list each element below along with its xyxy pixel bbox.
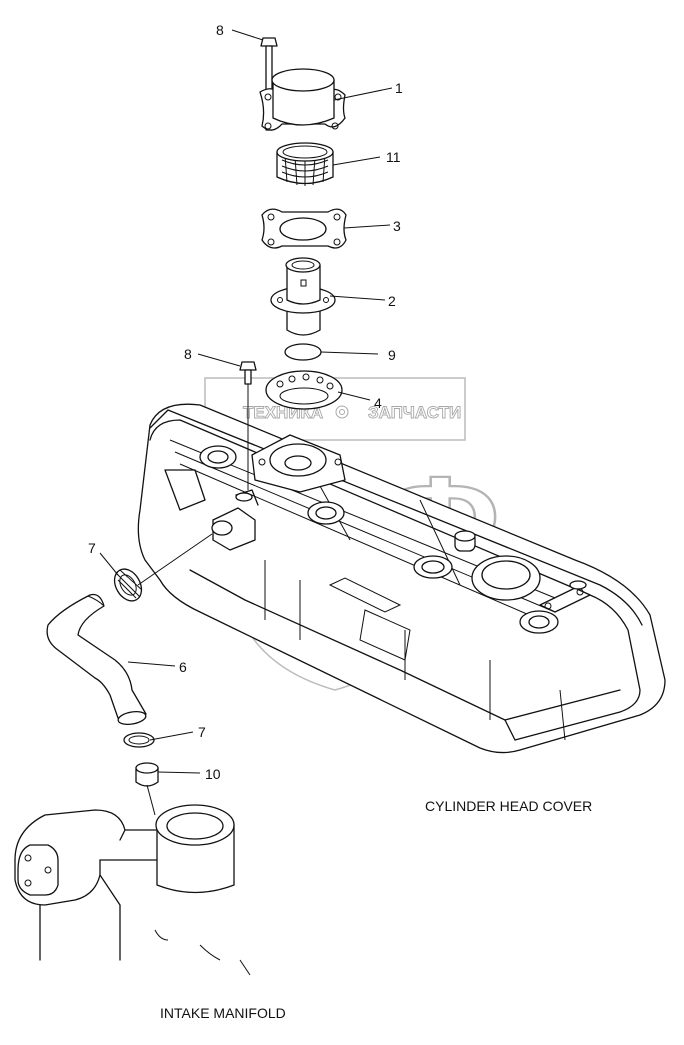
- part-bolt-lower: [239, 361, 257, 490]
- callouts: 8 1 11 3 2 8 9 4 7 6 7 10: [88, 22, 403, 782]
- callout-4: 4: [374, 395, 382, 411]
- part-hose: [46, 593, 147, 726]
- part-clamp-upper: [113, 568, 143, 602]
- part-o-ring: [284, 343, 322, 361]
- part-gasket: [261, 208, 347, 249]
- watermark-brand-right: ЗАПЧАСТИ: [368, 403, 461, 422]
- part-valve-plate: [265, 370, 343, 410]
- callout-6: 6: [179, 659, 187, 675]
- part-valve-body: [270, 257, 336, 336]
- callout-11: 11: [386, 149, 401, 165]
- callout-1: 1: [395, 80, 403, 96]
- part-cover: [259, 68, 346, 131]
- leader-lines: [99, 29, 393, 774]
- callout-8-upper: 8: [216, 22, 224, 38]
- part-grommet: [135, 762, 159, 816]
- callout-2: 2: [388, 293, 396, 309]
- part-bolt-upper: [260, 37, 278, 131]
- callout-3: 3: [393, 218, 401, 234]
- caption-intake-manifold: INTAKE MANIFOLD: [160, 1005, 286, 1021]
- intake-manifold: [14, 804, 251, 976]
- part-mesh-filter: [276, 142, 334, 186]
- callout-9: 9: [388, 347, 396, 363]
- callout-7-lower: 7: [198, 724, 206, 740]
- callout-7-upper: 7: [88, 540, 96, 556]
- gear-icon: [335, 405, 349, 419]
- cylinder-head-cover: [137, 403, 666, 754]
- callout-8-lower: 8: [184, 346, 192, 362]
- part-clamp-lower: [123, 732, 155, 748]
- callout-10: 10: [205, 766, 221, 782]
- caption-cylinder-head-cover: CYLINDER HEAD COVER: [425, 798, 592, 814]
